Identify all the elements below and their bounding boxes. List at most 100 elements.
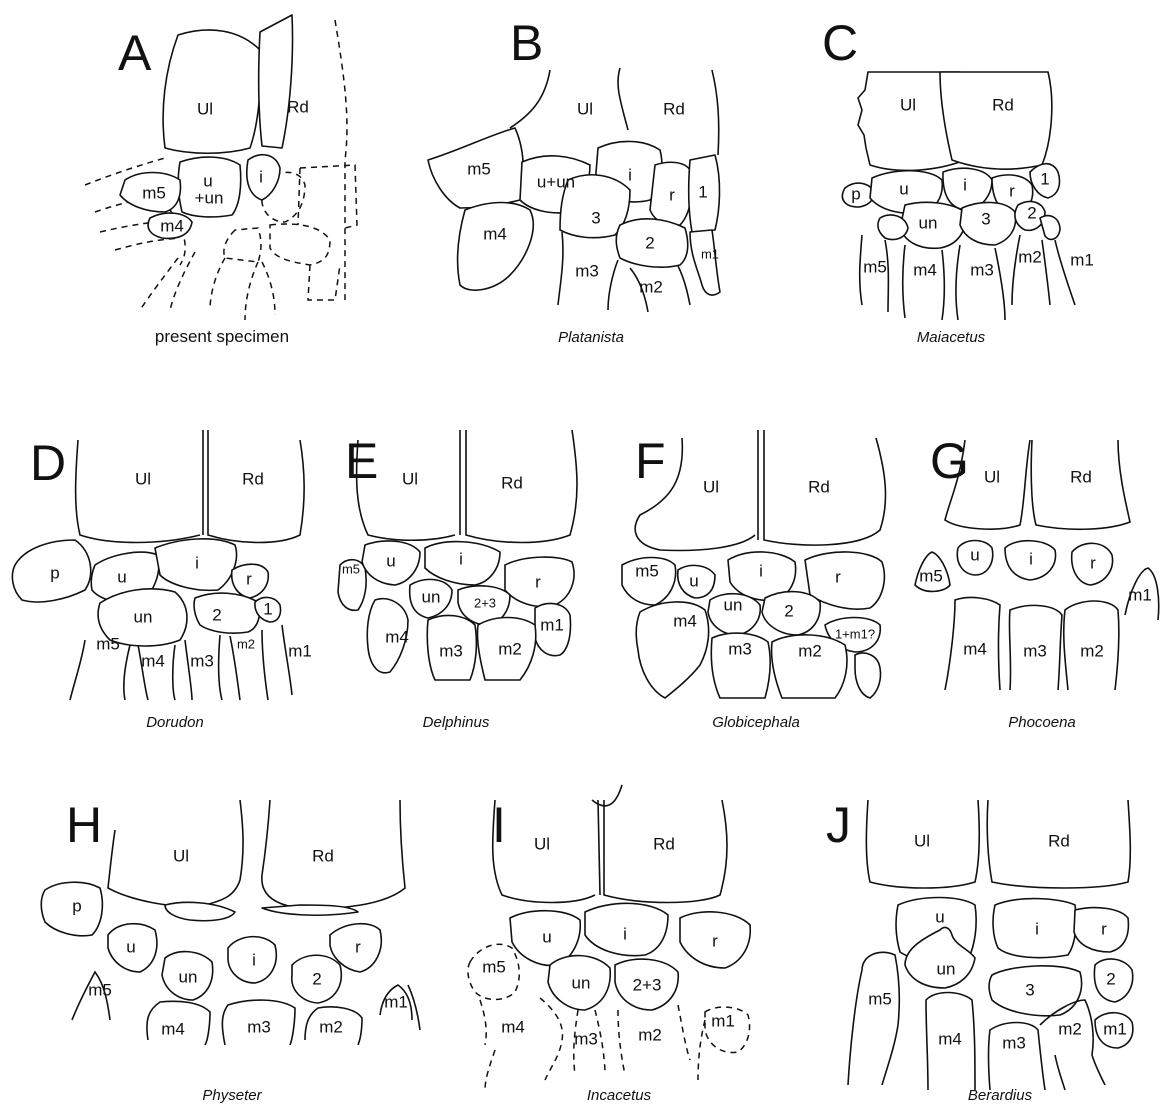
label-radius: Rd bbox=[501, 473, 523, 492]
label-carpal-3: 3 bbox=[1025, 980, 1034, 999]
label-radius: Rd bbox=[242, 469, 264, 488]
label-carpal-3: 3 bbox=[591, 208, 600, 227]
label-unciform: un bbox=[937, 959, 956, 978]
label-carpal-2-3: 2+3 bbox=[633, 975, 662, 994]
panel-h: H Ul Rd p u un i 2 r m5 m4 m3 m2 m1 Phys… bbox=[41, 797, 420, 1104]
label-m1: m1 bbox=[701, 246, 719, 261]
label-m3: m3 bbox=[728, 639, 752, 658]
label-ulna: Ul bbox=[197, 99, 213, 118]
label-m3: m3 bbox=[247, 1017, 271, 1036]
label-radius: Rd bbox=[1048, 831, 1070, 850]
panel-e: E Ul Rd m5 u i r un 2+3 m1 m4 m3 m2 Delp… bbox=[338, 430, 577, 731]
label-m2: m2 bbox=[638, 1025, 662, 1044]
label-m1: m1 bbox=[540, 615, 564, 634]
label-radiale: r bbox=[355, 937, 361, 956]
label-ulna: Ul bbox=[914, 831, 930, 850]
label-unciform: un bbox=[724, 595, 743, 614]
label-carpal-3: 3 bbox=[981, 209, 990, 228]
panel-d-letter: D bbox=[30, 435, 66, 491]
label-ulna: Ul bbox=[703, 477, 719, 496]
label-radius: Rd bbox=[653, 834, 675, 853]
panel-j: J Ul Rd u i r un 3 2 m5 m4 m3 m2 m1 Bera… bbox=[826, 797, 1133, 1104]
label-m4: m4 bbox=[483, 224, 507, 243]
label-intermedium: i bbox=[195, 553, 199, 572]
label-unciform: un bbox=[179, 967, 198, 986]
panel-h-letter: H bbox=[66, 797, 102, 853]
panel-f-letter: F bbox=[635, 433, 666, 489]
label-m5: m5 bbox=[88, 980, 112, 999]
panel-e-letter: E bbox=[345, 433, 378, 489]
label-pisiform: p bbox=[72, 896, 81, 915]
panel-h-caption: Physeter bbox=[202, 1087, 262, 1104]
label-unciform: un bbox=[572, 973, 591, 992]
label-ulna: Ul bbox=[984, 467, 1000, 486]
label-radius: Rd bbox=[1070, 467, 1092, 486]
label-ulnare: u bbox=[542, 927, 551, 946]
label-intermedium: i bbox=[963, 175, 967, 194]
panel-i-letter: I bbox=[492, 797, 506, 853]
label-m5: m5 bbox=[919, 566, 943, 585]
label-ulnare-unciform: u+un bbox=[537, 172, 575, 191]
label-ulnare: u bbox=[126, 937, 135, 956]
label-ulnare: u bbox=[689, 571, 698, 590]
label-radius: Rd bbox=[312, 846, 334, 865]
label-pisiform: p bbox=[851, 184, 860, 203]
label-m4: m4 bbox=[963, 639, 987, 658]
label-m5: m5 bbox=[467, 159, 491, 178]
label-m4: m4 bbox=[501, 1017, 525, 1036]
panel-a: A Ul Rd u +un i m5 m4 present specimen bbox=[85, 15, 357, 346]
label-ulnare: u bbox=[899, 179, 908, 198]
label-m1: m1 bbox=[1128, 585, 1152, 604]
label-ulna: Ul bbox=[577, 99, 593, 118]
label-m3: m3 bbox=[575, 261, 599, 280]
label-intermedium: i bbox=[459, 549, 463, 568]
label-intermedium: i bbox=[1035, 919, 1039, 938]
label-m3: m3 bbox=[190, 651, 214, 670]
label-m4: m4 bbox=[385, 627, 409, 646]
label-m4: m4 bbox=[938, 1029, 962, 1048]
label-unciform: un bbox=[134, 607, 153, 626]
label-m5: m5 bbox=[863, 257, 887, 276]
label-radiale: r bbox=[712, 931, 718, 950]
panel-g: G Ul Rd m5 u i r m1 m4 m3 m2 Phocoena bbox=[915, 433, 1159, 731]
label-radius: Rd bbox=[808, 477, 830, 496]
label-m4: m4 bbox=[673, 611, 697, 630]
panel-c-caption: Maiacetus bbox=[917, 329, 986, 346]
label-m5: m5 bbox=[868, 989, 892, 1008]
label-radius: Rd bbox=[663, 99, 685, 118]
label-ulnare: u bbox=[386, 551, 395, 570]
panel-d: D Ul Rd p u i r un 2 1 m5 m4 m3 m2 m1 Do… bbox=[12, 430, 311, 731]
label-m2: m2 bbox=[1018, 247, 1042, 266]
label-m4: m4 bbox=[161, 1019, 185, 1038]
label-radiale: r bbox=[1009, 181, 1015, 200]
label-m4: m4 bbox=[913, 260, 937, 279]
panel-f: F Ul Rd m5 u i r un 2 1+m1? m4 m3 m2 Glo… bbox=[622, 430, 886, 731]
panel-d-caption: Dorudon bbox=[146, 714, 204, 731]
label-intermedium: i bbox=[252, 950, 256, 969]
label-m1: m1 bbox=[384, 992, 408, 1011]
label-radiale: r bbox=[1090, 553, 1096, 572]
panel-b: B Ul Rd m5 u+un i r 1 3 m4 2 m3 m2 m1 Pl… bbox=[428, 15, 720, 346]
label-m2: m2 bbox=[237, 636, 255, 651]
label-unciform: +un bbox=[195, 188, 224, 207]
panel-b-caption: Platanista bbox=[558, 329, 624, 346]
panel-b-letter: B bbox=[510, 15, 543, 71]
label-intermedium: i bbox=[623, 924, 627, 943]
label-radiale: r bbox=[535, 572, 541, 591]
label-intermedium: i bbox=[759, 561, 763, 580]
label-m5: m5 bbox=[635, 561, 659, 580]
label-m3: m3 bbox=[439, 641, 463, 660]
label-carpal-1: 1 bbox=[263, 599, 272, 618]
label-radius: Rd bbox=[992, 95, 1014, 114]
label-carpal-2: 2 bbox=[784, 601, 793, 620]
label-m3: m3 bbox=[574, 1029, 598, 1048]
label-m3: m3 bbox=[970, 260, 994, 279]
label-radiale: r bbox=[1101, 919, 1107, 938]
panel-i: I Ul Rd u i r m5 un 2+3 m4 m3 m2 m1 Inca… bbox=[468, 785, 750, 1104]
label-radiale: r bbox=[246, 569, 252, 588]
label-m4: m4 bbox=[160, 216, 184, 235]
label-ulna: Ul bbox=[173, 846, 189, 865]
panel-j-letter: J bbox=[826, 797, 851, 853]
label-carpal-1-m1: 1+m1? bbox=[835, 626, 875, 641]
